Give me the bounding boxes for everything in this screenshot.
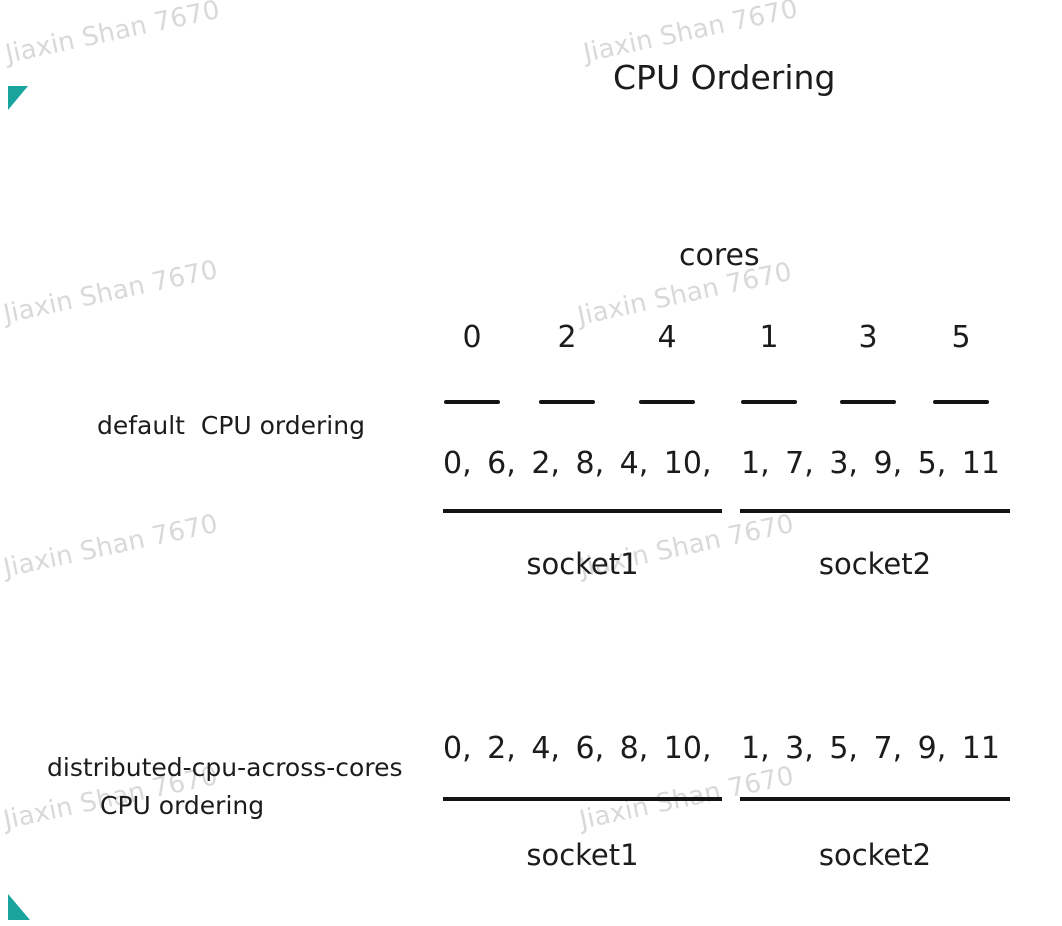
distributed-ordering-label-line1: distributed-cpu-across-cores (47, 753, 403, 782)
corner-mark-icon (8, 894, 30, 920)
default-socket1-cpu-list: 0, 6, 2, 8, 4, 10, (443, 446, 712, 481)
core-tick (741, 400, 797, 404)
default-socket2-label: socket2 (818, 547, 932, 581)
core-tick (840, 400, 896, 404)
core-number: 1 (759, 320, 779, 355)
core-tick (639, 400, 695, 404)
socket2-underline (740, 509, 1010, 513)
distributed-socket1-label: socket1 (526, 838, 639, 872)
corner-mark-icon (8, 86, 28, 110)
core-number: 0 (462, 320, 482, 355)
cores-label: cores (679, 238, 760, 273)
watermark-text: Jiaxin Shan 7670 (2, 0, 223, 70)
core-tick (933, 400, 989, 404)
default-socket1-label: socket1 (526, 547, 639, 581)
socket1-underline (443, 509, 722, 513)
core-tick (444, 400, 500, 404)
core-tick (539, 400, 595, 404)
core-number: 3 (858, 320, 878, 355)
distributed-ordering-label-line2: CPU ordering (100, 791, 265, 820)
socket2-underline (740, 797, 1010, 801)
core-number: 5 (951, 320, 971, 355)
default-ordering-label: default CPU ordering (97, 411, 365, 440)
default-socket2-cpu-list: 1, 7, 3, 9, 5, 11 (741, 446, 1000, 481)
distributed-socket2-label: socket2 (818, 838, 932, 872)
core-number: 2 (557, 320, 577, 355)
page-title: CPU Ordering (613, 58, 836, 97)
distributed-socket2-cpu-list: 1, 3, 5, 7, 9, 11 (741, 731, 1000, 766)
watermark-text: Jiaxin Shan 7670 (0, 254, 221, 330)
watermark-text: Jiaxin Shan 7670 (0, 508, 221, 584)
core-number: 4 (657, 320, 677, 355)
socket1-underline (443, 797, 722, 801)
distributed-socket1-cpu-list: 0, 2, 4, 6, 8, 10, (443, 731, 712, 766)
